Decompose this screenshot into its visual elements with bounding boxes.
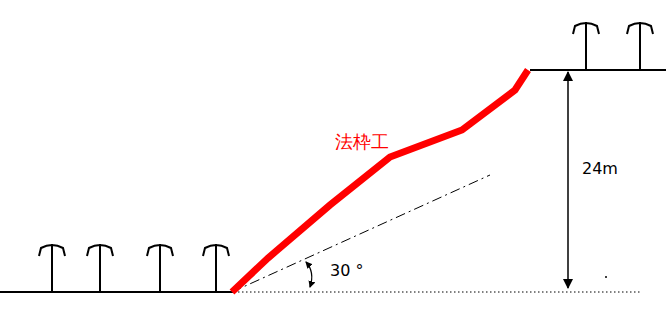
- tree-symbol: [147, 244, 173, 292]
- tree-symbol: [87, 244, 113, 292]
- dimension-label: 24m: [582, 160, 618, 178]
- angle-arc: [306, 262, 312, 287]
- trees: [39, 22, 653, 292]
- tree-symbol: [203, 244, 229, 292]
- tree-symbol: [627, 22, 653, 70]
- tree-symbol: [573, 22, 599, 70]
- dimension-arrow: [567, 72, 569, 288]
- tree-symbol: [39, 244, 65, 292]
- slope-frame: [232, 70, 528, 292]
- ground-line: [0, 291, 234, 293]
- ground-line: [530, 69, 666, 71]
- part-name: 法枠工: [335, 132, 389, 152]
- dot: [605, 276, 607, 278]
- reference-line: [234, 292, 640, 293]
- angle-line: [232, 175, 490, 292]
- angle-label: 30 °: [330, 262, 363, 280]
